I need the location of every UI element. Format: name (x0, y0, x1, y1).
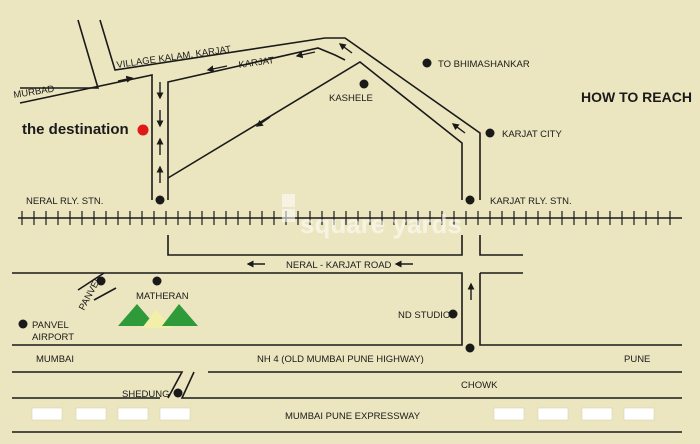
karjat-city-label: KARJAT CITY (502, 129, 562, 140)
mumbai-label: MUMBAI (36, 354, 74, 365)
matheran-label: MATHERAN (136, 291, 189, 302)
kashele-marker (359, 79, 369, 89)
panvel-airport-marker (18, 319, 28, 329)
karjat-station-marker (465, 195, 475, 205)
nh4-junction-marker (465, 343, 475, 353)
destination-label: the destination (22, 121, 129, 138)
nh4-label: NH 4 (OLD MUMBAI PUNE HIGHWAY) (257, 354, 424, 365)
matheran-hills-icon (118, 304, 198, 328)
direction-arrows (117, 43, 475, 300)
road-network (12, 19, 682, 433)
neral-station-label: NERAL RLY. STN. (26, 196, 103, 207)
village-kalam-label: VILLAGE KALAM, KARJAT (116, 44, 232, 71)
destination-marker (137, 124, 149, 136)
map-title: HOW TO REACH (581, 89, 692, 105)
panvel-airport-label-1: PANVEL (32, 320, 69, 331)
pune-label: PUNE (624, 354, 650, 365)
nd-studio-marker (448, 309, 458, 319)
matheran-marker (152, 276, 162, 286)
watermark-text: square yards (300, 209, 462, 239)
bhimashankar-marker (422, 58, 432, 68)
panvel-road-marker (96, 276, 106, 286)
panvel-road-label: PANVEL (77, 275, 104, 313)
karjat-city-marker (485, 128, 495, 138)
neral-karjat-road-label: NERAL - KARJAT ROAD (286, 260, 392, 271)
expressway-label: MUMBAI PUNE EXPRESSWAY (285, 411, 421, 422)
nd-studio-label: ND STUDIO (398, 310, 450, 321)
expressway-lanes (31, 407, 655, 421)
panvel-airport-label-2: AIRPORT (32, 332, 74, 343)
watermark: square yards (282, 194, 462, 239)
murbad-label: MURBAD (13, 84, 56, 101)
railway-line (18, 211, 682, 225)
shedung-label: SHEDUNG (122, 389, 170, 400)
karjat-road-label: KARJAT (238, 55, 275, 71)
bhimashankar-label: TO BHIMASHANKAR (438, 59, 530, 70)
kashele-label: KASHELE (329, 93, 373, 104)
shedung-marker (173, 388, 183, 398)
landmark-markers (18, 58, 495, 398)
neral-station-marker (155, 195, 165, 205)
karjat-station-label: KARJAT RLY. STN. (490, 196, 572, 207)
chowk-label: CHOWK (461, 380, 498, 391)
